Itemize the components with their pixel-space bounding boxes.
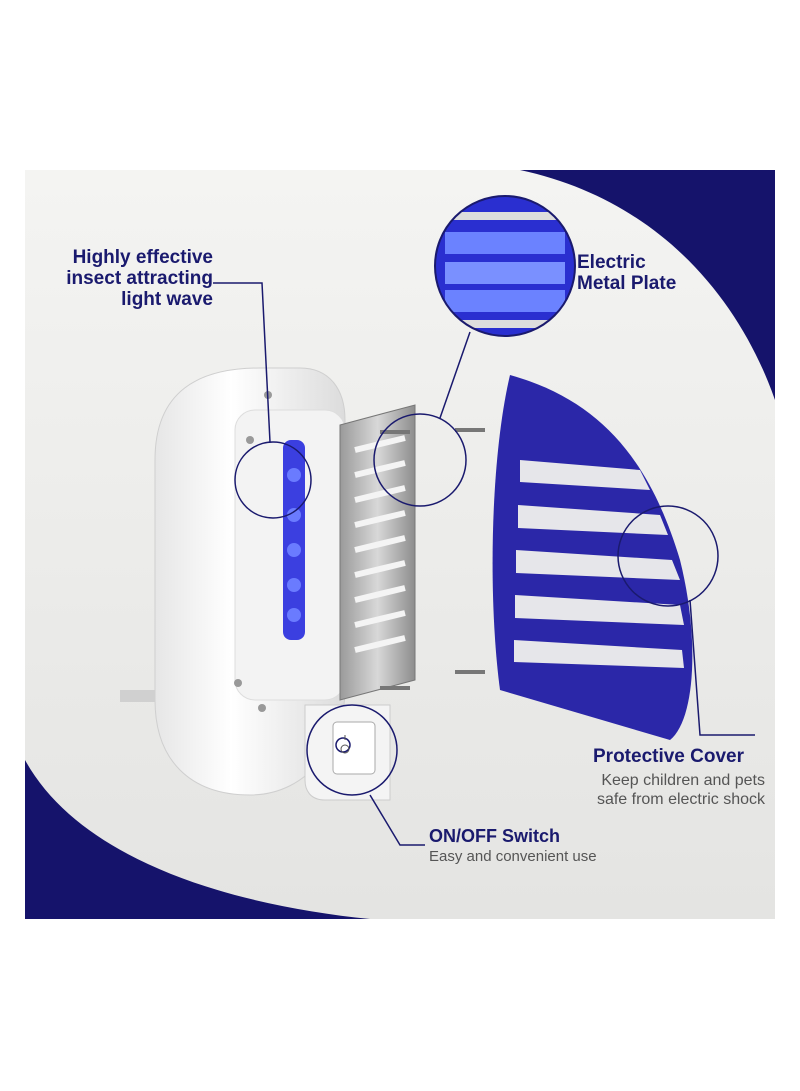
light-label-line: Highly effective <box>72 247 213 268</box>
metal-plate-label: Electric Metal Plate <box>577 252 676 294</box>
plate-zoom-detail <box>435 196 575 336</box>
plug-prong <box>120 690 165 702</box>
switch-desc: Easy and convenient use <box>429 848 597 865</box>
uv-tube <box>283 440 305 640</box>
electric-metal-plate <box>339 404 416 701</box>
cover-slots <box>514 460 684 668</box>
cover-callout-circle <box>617 505 719 607</box>
screws <box>380 428 485 690</box>
switch-callout-circle <box>306 704 398 796</box>
plate-label-line: Electric <box>577 252 646 273</box>
light-wave-label: Highly effective insect attracting light… <box>66 247 213 310</box>
protective-cover-desc: Keep children and pets safe from electri… <box>597 771 765 809</box>
navy-swoosh-bottom <box>25 760 370 919</box>
on-off-switch[interactable] <box>332 721 376 775</box>
uv-leds <box>287 468 301 622</box>
plate-callout-circle <box>373 413 467 507</box>
cover-desc-line: safe from electric shock <box>596 791 765 808</box>
switch-title: ON/OFF Switch <box>429 826 561 846</box>
protective-cover-title: Protective Cover <box>593 746 745 767</box>
light-label-line: light wave <box>121 289 213 310</box>
navy-swoosh-top <box>520 170 775 400</box>
light-callout-circle <box>234 441 312 519</box>
cover-desc-line: Keep children and pets <box>601 772 765 789</box>
plate-label-line: Metal Plate <box>577 273 677 294</box>
plate-slots <box>354 435 406 653</box>
light-label-line: insect attracting <box>66 268 213 289</box>
